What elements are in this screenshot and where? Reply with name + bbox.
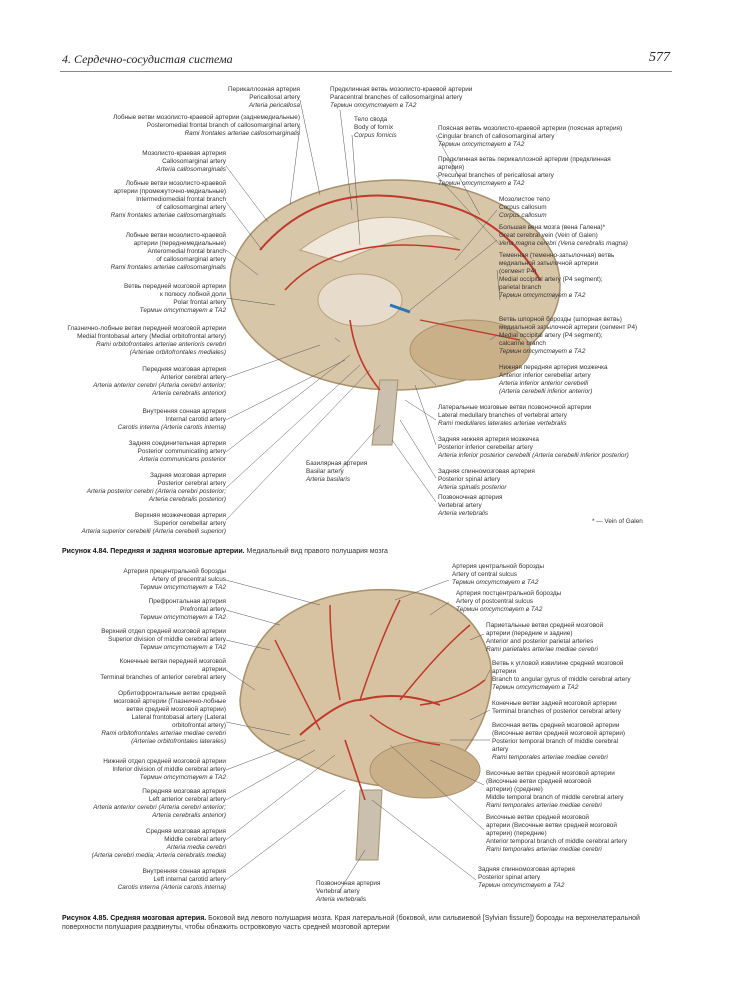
fig2-label-middle-temporal: Височные ветви средней мозговой артерии(… xyxy=(486,770,624,809)
page-number: 577 xyxy=(649,50,670,65)
fig1-label-cingular: Поясная ветвь мозолисто-краевой артерии … xyxy=(438,125,623,148)
fig1-label-calcarine-branch: Ветвь шпорной борозды (шпорная ветвь)мед… xyxy=(499,316,638,355)
medial-brain-illustration xyxy=(229,179,561,446)
fig2-label-angular-gyrus: Ветвь к угловой извилине средней мозгово… xyxy=(492,660,631,691)
fig2-label-posterior-temporal: Височная ветвь средней мозговой артерии(… xyxy=(492,722,626,761)
fig1-label-great-cerebral-vein: Большая вена мозга (вена Галена)*Great c… xyxy=(499,224,628,247)
fig1-label-lateral-medullary: Латеральные мозговые ветви позвоночной а… xyxy=(438,404,592,427)
fig1-label-precuneal: Предклинная ветвь перикаллозной артерии … xyxy=(438,156,611,187)
fig1-caption: Рисунок 4.84. Передняя и задняя мозговые… xyxy=(62,548,388,555)
fig1-label-paracentral: Предклинная ветвь мозолисто-краевой арте… xyxy=(330,86,473,109)
lateral-brain-illustration xyxy=(239,588,493,861)
fig1-footnote: * — Vein of Galen xyxy=(592,518,643,525)
fig1-label-posteromedial-frontal: Лобные ветви мозолисто-краевой артерии (… xyxy=(113,114,300,137)
fig2-caption: Рисунок 4.85. Средняя мозговая артерия. … xyxy=(62,915,640,931)
header-rule xyxy=(60,71,672,72)
medial-leader-lines xyxy=(225,99,501,521)
chapter-header: 4. Сердечно-сосудистая система xyxy=(62,52,233,66)
lateral-leader-lines xyxy=(225,579,491,891)
fig1-label-orbitofrontal: Глазнично-лобные ветви передней мозговой… xyxy=(67,325,226,356)
